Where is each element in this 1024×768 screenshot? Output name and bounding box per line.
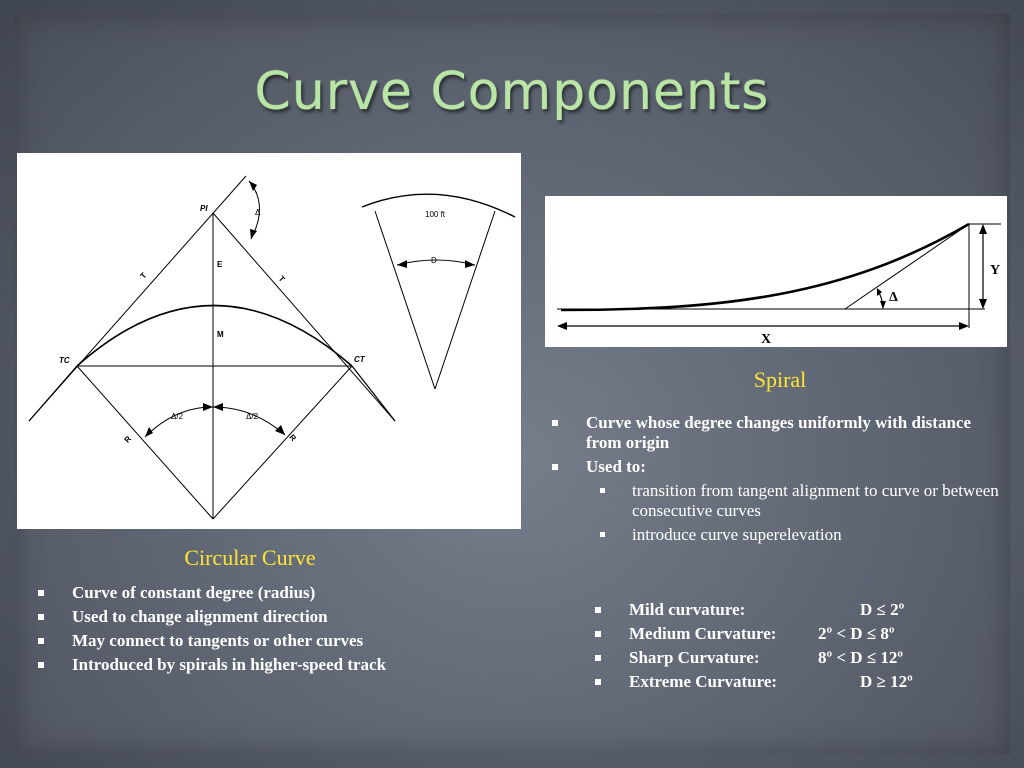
bullet-square-icon [595,607,601,613]
sub-list-item: introduce curve superelevation [586,525,1008,545]
list-item: Introduced by spirals in higher-speed tr… [34,655,494,675]
bullet-square-icon [38,662,44,668]
label-half-delta-2: Δ/2 [246,412,259,421]
circular-curve-svg: PI Δ T T E M TC CT Δ/2 Δ/2 R R 100 ft D [28,175,516,520]
label-delta: Δ [255,208,261,217]
label-chord: 100 ft [425,210,446,219]
sub-list-item: transition from tangent alignment to cur… [586,481,1008,521]
bullet-square-icon [38,638,44,644]
label-half-delta-1: Δ/2 [171,412,184,421]
bullet-square-icon [600,488,605,493]
degree-radius-right [434,210,496,390]
label-radius-2: R [287,433,298,443]
label-degree: D [431,256,437,265]
radius-right-line [212,365,353,520]
circular-arc [76,304,353,367]
radius-left-line [76,365,214,520]
list-item: Medium Curvature:2º < D ≤ 8º [591,624,991,644]
forward-tangent-line [212,212,396,422]
spiral-label-x: X [761,332,771,347]
list-item: Curve of constant degree (radius) [34,583,494,603]
bullet-square-icon [595,679,601,685]
label-tangent-1: T [139,271,149,281]
bullet-square-icon [552,420,558,426]
label-ct: CT [354,355,366,364]
label-tc: TC [59,356,70,365]
label-middle-ordinate: M [217,330,224,339]
bullet-square-icon [552,464,558,470]
spiral-curve [560,222,970,312]
label-external: E [217,260,223,269]
spiral-caption: Spiral [753,367,807,392]
slide-title: Curve Components [254,62,770,122]
spiral-diagram: Y Δ X [545,196,1007,347]
list-item: Used to change alignment direction [34,607,494,627]
spiral-label-y: Y [990,263,1000,278]
circular-curve-diagram: PI Δ T T E M TC CT Δ/2 Δ/2 R R 100 ft D [17,153,521,529]
spiral-sub-bullets: transition from tangent alignment to cur… [586,481,1008,545]
label-radius-1: R [123,434,134,444]
spiral-chord [844,223,970,310]
bullet-square-icon [38,590,44,596]
spiral-label-delta: Δ [889,290,898,305]
list-item: Extreme Curvature:D ≥ 12º [591,672,991,692]
spiral-svg: Y Δ X [557,222,1001,347]
label-tangent-2: T [277,274,287,284]
bullet-square-icon [595,655,601,661]
list-item: Mild curvature:D ≤ 2º [591,600,991,620]
spiral-bullets: Curve whose degree changes uniformly wit… [548,413,1008,545]
bullet-square-icon [595,631,601,637]
degree-arc [361,193,516,218]
label-pi: PI [200,204,208,213]
bullet-square-icon [38,614,44,620]
list-item: Sharp Curvature:8º < D ≤ 12º [591,648,991,668]
list-item: Curve whose degree changes uniformly wit… [548,413,1008,453]
curvature-classification-list: Mild curvature:D ≤ 2º Medium Curvature:2… [591,600,991,692]
list-item: Used to: transition from tangent alignme… [548,457,1008,545]
circular-curve-caption: Circular Curve [184,545,316,570]
bullet-square-icon [600,532,605,537]
list-item: May connect to tangents or other curves [34,631,494,651]
circular-curve-bullets: Curve of constant degree (radius) Used t… [34,583,494,675]
degree-radius-left [374,210,436,390]
